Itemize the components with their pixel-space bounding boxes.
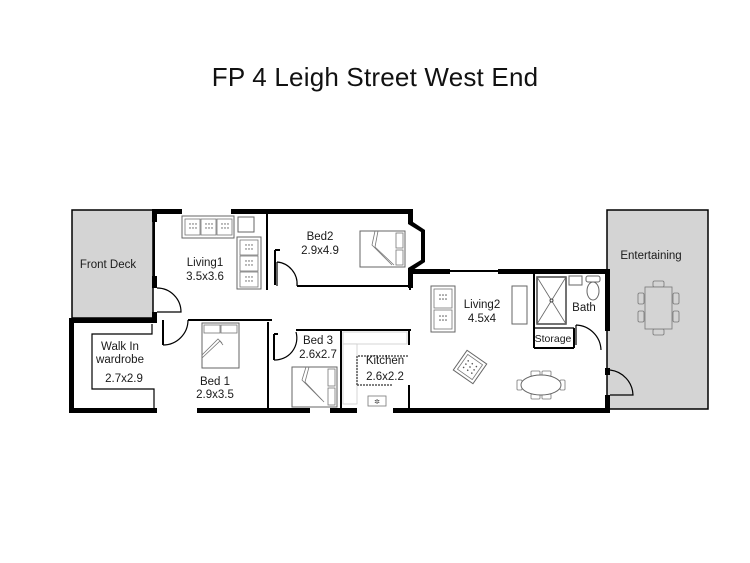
sink-icon: ✲ — [367, 395, 387, 407]
bed-icon — [201, 322, 240, 369]
sofa-icon — [430, 285, 456, 333]
sofa-icon — [236, 236, 262, 290]
armchair-icon — [452, 349, 488, 385]
room-name: Bed 3 — [303, 335, 333, 347]
room-walk-in-wardrobe: Walk In wardrobe 2.7x2.9 — [95, 341, 144, 385]
room-name: Living1 — [187, 257, 223, 269]
room-size: 2.6x2.2 — [366, 371, 404, 383]
room-size: 2.9x4.9 — [301, 245, 339, 257]
walls — [69, 209, 610, 413]
room-name: Bed2 — [307, 231, 334, 243]
sofa-icon — [181, 215, 235, 239]
room-name-line1: Walk In — [101, 341, 139, 353]
outdoor-table-icon — [637, 280, 680, 336]
room-name: Bath — [572, 302, 596, 314]
kitchen-counter-icon — [342, 331, 408, 405]
doors — [156, 261, 634, 396]
room-name: Front Deck — [80, 259, 136, 271]
room-size: 3.5x3.6 — [186, 271, 224, 283]
bed-icon — [359, 230, 406, 268]
bed-icon — [291, 366, 338, 408]
room-size: 4.5x4 — [468, 313, 497, 325]
room-kitchen: Kitchen 2.6x2.2 — [366, 355, 404, 383]
dining-table-icon — [516, 370, 566, 400]
room-name: Entertaining — [620, 250, 681, 262]
room-bed1: Bed 1 2.9x3.5 — [196, 376, 234, 401]
room-living2: Living2 4.5x4 — [464, 299, 500, 325]
basin-icon — [568, 275, 583, 286]
room-bed2: Bed2 2.9x4.9 — [301, 231, 339, 257]
shower-icon — [536, 276, 567, 325]
toilet-icon — [585, 275, 601, 301]
room-size: 2.6x2.7 — [299, 349, 337, 361]
tv-unit-icon — [511, 285, 528, 325]
room-entertaining: Entertaining — [620, 250, 681, 262]
room-bath: Bath — [572, 302, 596, 314]
room-name: Bed 1 — [200, 376, 230, 388]
room-living1: Living1 3.5x3.6 — [186, 257, 224, 283]
room-size: 2.9x3.5 — [196, 389, 234, 401]
room-size: 2.7x2.9 — [105, 373, 143, 385]
room-name: Storage — [535, 333, 572, 345]
room-name: Kitchen — [366, 355, 404, 367]
room-storage: Storage — [535, 333, 572, 345]
room-name-line2: wardrobe — [95, 354, 144, 366]
svg-text:✲: ✲ — [374, 398, 380, 406]
front-deck-area — [71, 209, 154, 319]
side-table-icon — [237, 216, 255, 233]
floor-plan-title: FP 4 Leigh Street West End — [211, 62, 539, 92]
room-name: Living2 — [464, 299, 500, 311]
room-front-deck: Front Deck — [80, 259, 136, 271]
room-bed3: Bed 3 2.6x2.7 — [299, 335, 337, 361]
